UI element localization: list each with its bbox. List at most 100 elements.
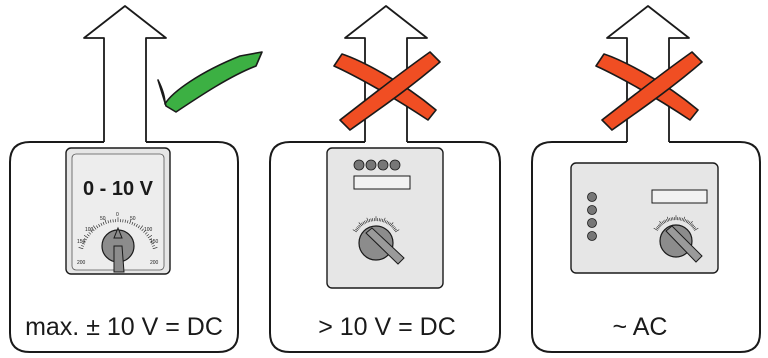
dial-tick: [680, 217, 682, 221]
dial-tick: [384, 220, 387, 224]
dial-tick-label: 200: [77, 260, 86, 266]
dial-tick: [657, 224, 661, 228]
indicator-dot: [389, 159, 401, 171]
multimeter-device: [570, 162, 719, 274]
dial-tick: [665, 218, 668, 222]
dial-tick: [143, 230, 146, 233]
dial-tick: [96, 225, 99, 229]
dial-tick: [81, 245, 84, 247]
dial-tick: [147, 235, 153, 239]
dial-tick: [362, 221, 365, 225]
up-arrow-icon: [83, 5, 167, 142]
dial-tick: [127, 220, 129, 224]
dial-tick-label: 50: [100, 216, 106, 222]
dial-tick: [694, 227, 699, 231]
dial-tick: [129, 219, 132, 224]
dial-pointer: [365, 227, 405, 265]
dial-tick: [152, 247, 158, 249]
dial-tick: [135, 224, 138, 227]
dial-tick: [150, 240, 154, 243]
dial-tick: [100, 222, 103, 226]
dial-tick: [684, 218, 687, 222]
voltmeter-device: 0 - 10 V 200 150 100 50 0 50 100 150 200: [65, 147, 171, 275]
dial-tick: [144, 232, 148, 235]
dial-tick: [83, 235, 89, 239]
dial-scale: [653, 215, 699, 231]
panel-caption: max. ± 10 V = DC: [25, 313, 223, 341]
dial-tick: [141, 228, 144, 232]
dial-tick: [110, 219, 112, 223]
dial-tick: [102, 221, 105, 225]
red-cross-icon: [333, 51, 441, 131]
dial-tick: [151, 242, 155, 245]
red-cross-icon: [595, 51, 703, 131]
dial-pointer-tip: [113, 226, 123, 239]
dial-tick: [394, 229, 400, 233]
dial-tick: [659, 221, 663, 226]
dial-tick: [655, 227, 659, 230]
dial-tick: [98, 224, 101, 227]
dial-tick: [370, 218, 372, 222]
dial-pointer: [665, 225, 703, 263]
dial-tick: [389, 222, 394, 227]
dial-scale: [78, 217, 158, 249]
dial-tick: [659, 223, 662, 227]
dial-tick: [656, 225, 660, 229]
dial-tick: [688, 221, 691, 225]
dial-tick: [653, 227, 658, 231]
dial-tick: [137, 225, 140, 229]
dial-tick: [352, 229, 358, 233]
indicator-dot: [587, 205, 597, 215]
dial-scale: [352, 216, 400, 233]
indicator-dot: [587, 231, 597, 241]
dial-tick: [149, 238, 152, 241]
dial-tick: [104, 219, 107, 224]
dial-tick: [133, 222, 136, 226]
dial-tick: [394, 228, 397, 231]
dial-tick-label: 150: [150, 239, 159, 245]
dial-tick: [366, 217, 369, 223]
dial-tick: [670, 217, 672, 221]
dial-tick: [664, 219, 667, 223]
dial-tick: [682, 216, 686, 222]
dial-tick: [387, 221, 390, 225]
panel-frame: [9, 141, 239, 353]
dial-tick: [388, 222, 391, 226]
dial-tick: [78, 247, 84, 249]
dial-tick: [152, 245, 155, 247]
dial-tick: [88, 232, 92, 235]
dial-tick: [689, 221, 693, 226]
indicator-dot: [587, 218, 597, 228]
indicator-dot: [377, 159, 389, 171]
dial-tick: [681, 217, 683, 221]
dial-tick: [393, 227, 396, 230]
dial-tick: [361, 222, 364, 226]
dial-tick: [691, 224, 695, 228]
dial-tick: [355, 228, 358, 231]
dial-tick: [81, 242, 85, 245]
panel-caption: > 10 V = DC: [318, 313, 456, 341]
dial-tick-label: 200: [150, 260, 159, 266]
dial-tick-label: 100: [85, 227, 94, 233]
panel-dc-high-voltage: > 10 V = DC: [269, 5, 501, 353]
dial-tick: [107, 220, 109, 224]
dial-tick: [666, 216, 670, 222]
indicator-dot: [587, 192, 597, 202]
display-window: [353, 175, 411, 190]
dial-tick: [86, 234, 90, 237]
display-window: [651, 189, 708, 204]
dial-tick-label: 150: [77, 239, 86, 245]
dial-tick: [365, 220, 368, 224]
dial-tick: [364, 220, 366, 224]
panel-frame: [269, 141, 501, 353]
dial-tick: [381, 218, 384, 222]
multimeter-device: [326, 147, 444, 289]
green-check-icon: [157, 51, 263, 113]
dial-tick: [131, 221, 134, 225]
indicator-dot: [365, 159, 377, 171]
dial-tick: [82, 240, 86, 243]
dial-tick: [92, 225, 97, 230]
dial-tick: [690, 223, 693, 227]
dial-tick: [357, 226, 360, 229]
dial-tick: [692, 225, 696, 229]
